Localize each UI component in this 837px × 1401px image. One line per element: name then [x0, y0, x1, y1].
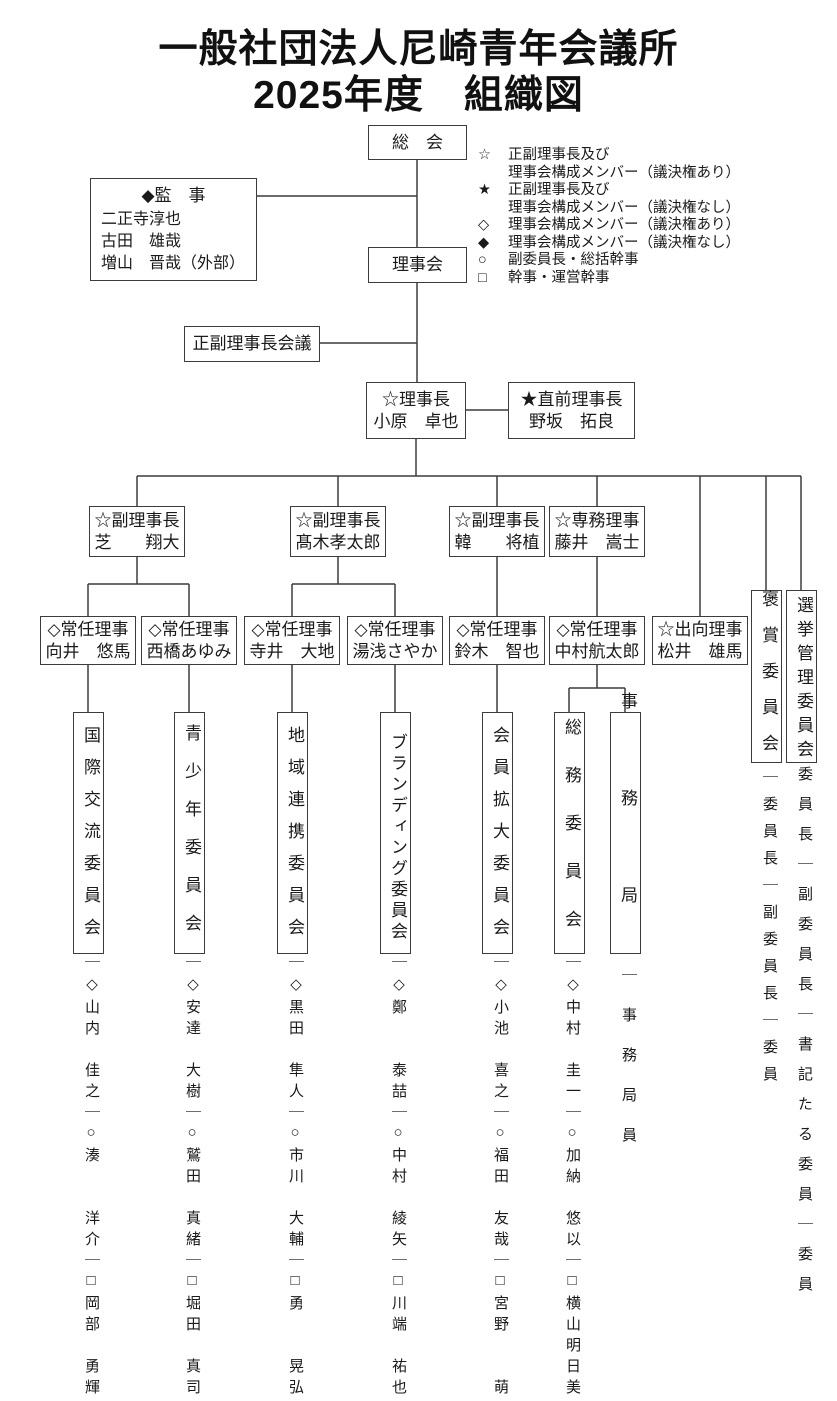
chairman-name: 小原 卓也 — [373, 411, 459, 431]
director-name: 松井 雄馬 — [657, 641, 743, 661]
chairman-box: ☆理事長 小原 卓也 — [366, 382, 466, 439]
legend-text: 理事会構成メンバー（議決権あり） — [508, 164, 740, 181]
director-name: 寺井 大地 — [249, 641, 335, 661]
vice-chairman-box-1: ☆副理事長 芝 翔大 — [89, 506, 185, 557]
past-chairman-name: 野坂 拓良 — [529, 411, 614, 431]
member-column-branding: ｜◇鄭 泰喆｜○中村 綾矢｜□川端 祐也 — [390, 954, 406, 1400]
member-column-youth: ｜◇安達 大樹｜○鷲田 真緒｜□堀田 真司 — [184, 954, 200, 1400]
circle-icon: ○ — [478, 252, 487, 268]
director-box-1: ◇常任理事 向井 悠馬 — [40, 616, 136, 665]
past-chairman-box: ★直前理事長 野坂 拓良 — [508, 382, 635, 439]
director-title: ☆出向理事 — [657, 619, 743, 639]
white-diamond-icon: ◇ — [478, 217, 490, 233]
director-title: ◇常任理事 — [251, 619, 333, 639]
page-title-line1: 一般社団法人尼崎青年会議所 — [158, 28, 679, 71]
director-title: ◇常任理事 — [148, 619, 230, 639]
legend-text: 正副理事長及び — [508, 147, 610, 163]
chairman-title: ☆理事長 — [382, 389, 450, 409]
legend-item: ★ 正副理事長及び 理事会構成メンバー（議決権なし） — [478, 182, 830, 217]
black-star-icon: ★ — [478, 182, 491, 198]
committee-box-branding: ブランディング委員会 — [380, 712, 411, 954]
member-column-international-exchange: ｜◇山内 佳之｜○湊 洋介｜□岡部 勇輝 — [83, 954, 99, 1400]
director-box-3: ◇常任理事 寺井 大地 — [244, 616, 340, 665]
executive-director-box: ☆専務理事 藤井 嵩士 — [549, 506, 645, 557]
director-name: 向井 悠馬 — [45, 641, 131, 661]
square-icon: □ — [478, 269, 487, 286]
director-title: ◇常任理事 — [556, 619, 638, 639]
member-column-awards: ｜委員長｜副委員長｜委員 — [761, 769, 777, 1093]
director-box-6: ◇常任理事 中村航太郎 — [549, 616, 645, 665]
legend: ☆ 正副理事長及び 理事会構成メンバー（議決権あり） ★ 正副理事長及び 理事会… — [478, 147, 830, 287]
past-chairman-title: ★直前理事長 — [520, 389, 623, 409]
board-label: 理事会 — [392, 255, 443, 274]
director-box-2: ◇常任理事 西橋あゆみ — [141, 616, 237, 665]
committee-box-international-exchange: 国際交流委員会 — [73, 712, 104, 954]
general-assembly-label: 総 会 — [392, 132, 443, 152]
committee-box-awards: 褒賞委員会 — [751, 590, 782, 770]
executive-director-title: ☆専務理事 — [554, 510, 640, 530]
vice-chairman-box-3: ☆副理事長 韓 将植 — [449, 506, 545, 557]
legend-text: 理事会構成メンバー（議決権あり） — [508, 217, 740, 233]
member-column-regional-partnership: ｜◇黒田 隼人｜○市川 大輔｜□勇 晃弘 — [287, 954, 303, 1400]
committee-box-youth: 青少年委員会 — [174, 712, 205, 954]
board-box: 理事会 — [368, 247, 467, 283]
legend-item: ○ 副委員長・総括幹事 — [478, 252, 830, 270]
vice-chairman-box-2: ☆副理事長 髙木孝太郎 — [290, 506, 386, 557]
dispatched-director-box: ☆出向理事 松井 雄馬 — [652, 616, 748, 665]
committee-box-election-administration: 選挙管理委員会 — [786, 590, 817, 764]
vice-chairman-title: ☆副理事長 — [295, 510, 381, 530]
director-name: 湯浅さやか — [352, 641, 438, 661]
committee-box-general-affairs: 総務委員会 — [554, 712, 585, 958]
vice-chairman-name: 髙木孝太郎 — [295, 532, 381, 552]
vice-chairman-name: 韓 将植 — [454, 532, 540, 552]
executive-director-name: 藤井 嵩士 — [554, 532, 640, 552]
vice-chairman-name: 芝 翔大 — [94, 532, 180, 552]
legend-text: 副委員長・総括幹事 — [508, 252, 639, 268]
legend-item: □ 幹事・運営幹事 — [478, 270, 830, 288]
director-box-4: ◇常任理事 湯浅さやか — [347, 616, 443, 665]
member-column-membership-expansion: ｜◇小池 喜之｜○福田 友哉｜□宮野 萌 — [492, 954, 508, 1400]
legend-text: 正副理事長及び — [508, 182, 610, 198]
legend-text: 理事会構成メンバー（議決権なし） — [508, 234, 740, 251]
director-title: ◇常任理事 — [456, 619, 538, 639]
auditor-name: 二正寺淳也 — [101, 211, 182, 228]
officers-meeting-box: 正副理事長会議 — [184, 326, 320, 362]
black-diamond-icon: ◆ — [478, 234, 490, 251]
director-name: 西橋あゆみ — [146, 641, 232, 661]
page-title-line2: 2025年度 組織図 — [253, 74, 584, 117]
auditors-box: ◆監 事 二正寺淳也 古田 雄哉 増山 晋哉（外部） — [90, 178, 257, 281]
auditor-name: 増山 晋哉（外部） — [101, 255, 246, 272]
member-column-general-affairs: ｜◇中村 圭一｜○加納 悠以｜□横山明日美 — [564, 954, 580, 1400]
vice-chairman-title: ☆副理事長 — [454, 510, 540, 530]
legend-text: 幹事・運営幹事 — [508, 269, 610, 286]
director-name: 鈴木 智也 — [454, 641, 540, 661]
auditor-name: 古田 雄哉 — [101, 233, 182, 250]
officers-meeting-label: 正副理事長会議 — [192, 334, 312, 353]
legend-item: ◇ 理事会構成メンバー（議決権あり） — [478, 217, 830, 235]
director-name: 中村航太郎 — [554, 641, 640, 661]
legend-item: ☆ 正副理事長及び 理事会構成メンバー（議決権あり） — [478, 147, 830, 182]
white-star-icon: ☆ — [478, 147, 491, 163]
director-box-5: ◇常任理事 鈴木 智也 — [449, 616, 545, 665]
auditors-title: ◆監 事 — [141, 186, 206, 205]
secretariat-box: 事務局 — [610, 692, 641, 983]
director-title: ◇常任理事 — [354, 619, 436, 639]
legend-item: ◆ 理事会構成メンバー（議決権なし） — [478, 235, 830, 253]
committee-box-regional-partnership: 地域連携委員会 — [277, 712, 308, 954]
general-assembly-box: 総 会 — [368, 125, 467, 160]
legend-text: 理事会構成メンバー（議決権なし） — [508, 199, 740, 216]
member-column-election-administration: ｜委員長｜副委員長｜書記たる委員｜委員 — [796, 736, 812, 1306]
member-column-secretariat: ｜事務局員 — [620, 967, 636, 1167]
vice-chairman-title: ☆副理事長 — [94, 510, 180, 530]
committee-box-membership-expansion: 会員拡大委員会 — [482, 712, 513, 954]
director-title: ◇常任理事 — [47, 619, 129, 639]
